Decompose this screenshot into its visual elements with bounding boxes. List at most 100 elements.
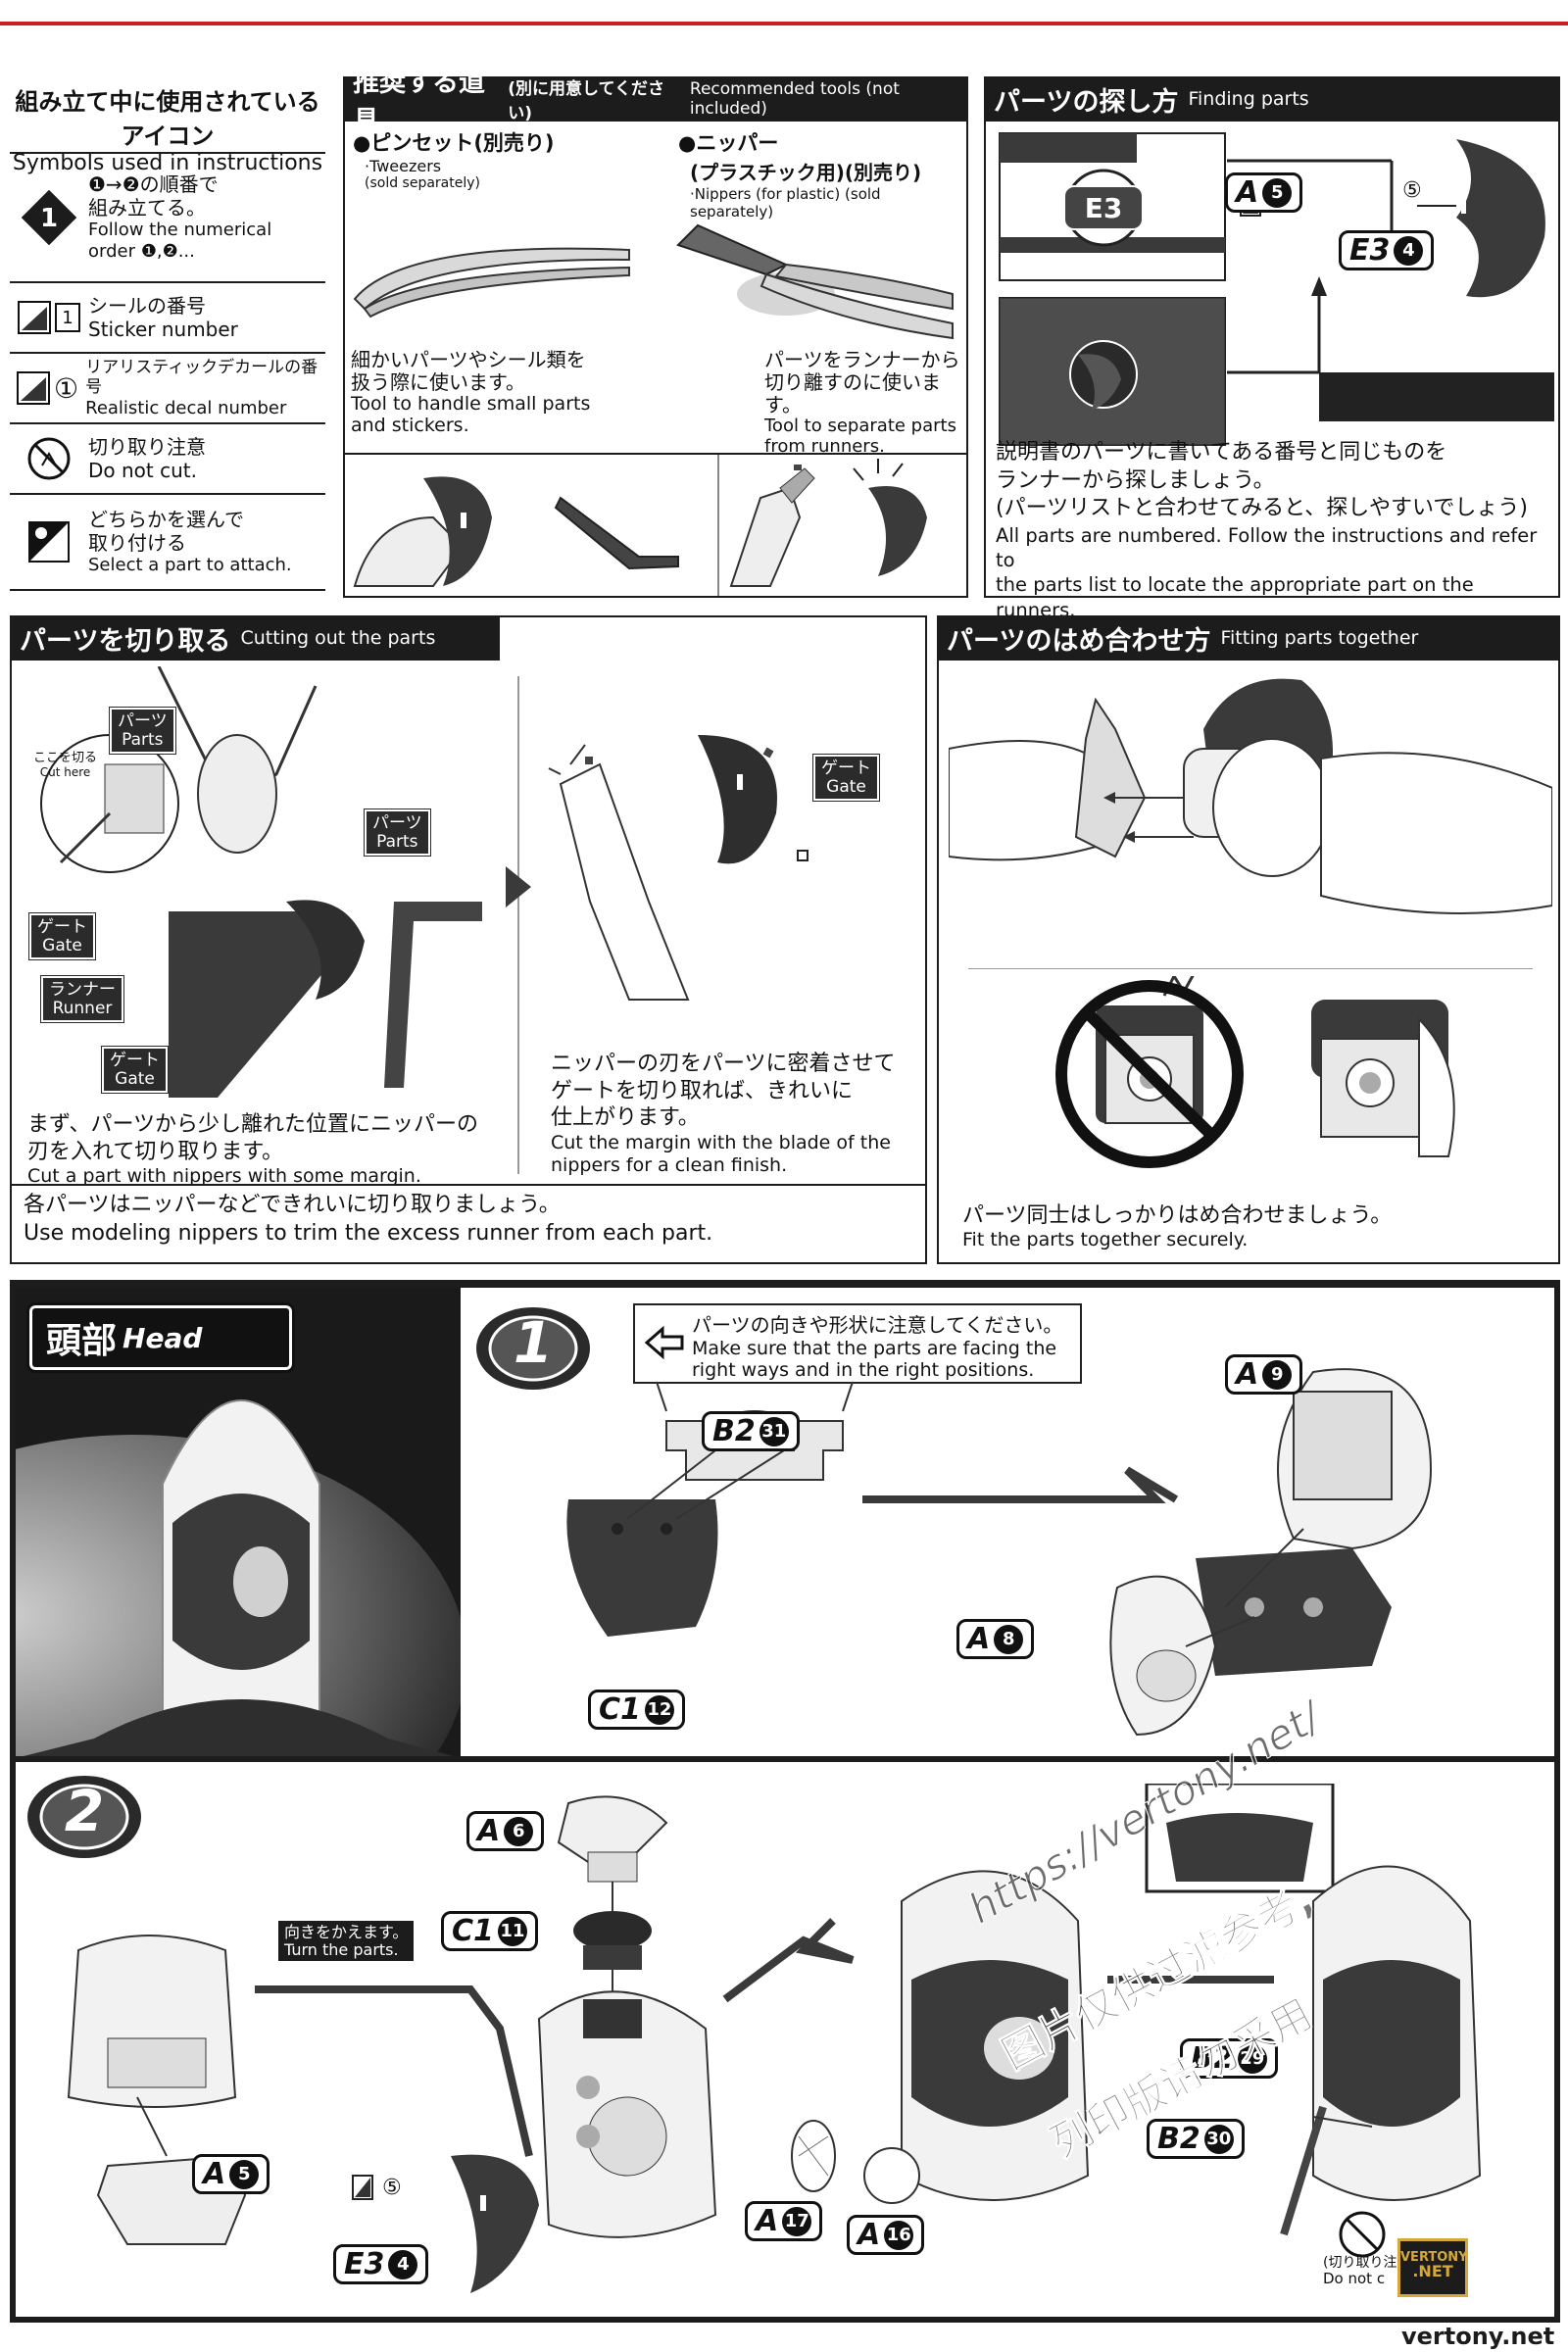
watermark-logo: VERTONY .NET [1397, 2238, 1468, 2297]
finding-desc-en1: All parts are numbered. Follow the instr… [996, 523, 1538, 572]
label-gate-en: Gate [115, 1068, 155, 1089]
sticker-number-box: 1 [55, 303, 80, 332]
cut-footer-en: Use modeling nippers to trim the excess … [24, 1220, 713, 1246]
label-gate-jp: ゲート [110, 1051, 160, 1070]
tag-letter: E3 [1349, 233, 1391, 268]
nippers-use-en2: from runners. [764, 435, 885, 457]
head-title-en: Head [122, 1321, 203, 1354]
tag-number: 17 [782, 2206, 812, 2236]
label-parts-jp: パーツ [372, 813, 422, 833]
tag-letter: A [858, 2218, 881, 2252]
cut-step2-en2: nippers for a clean finish. [551, 1154, 788, 1177]
tag-number: 16 [884, 2220, 914, 2250]
step1-number: 1 [513, 1309, 554, 1376]
tag-letter: E3 [344, 2247, 385, 2281]
tag-number: 6 [504, 1816, 534, 1846]
cut-step2-jp2: ゲートを切り取れば、きれいに [551, 1078, 854, 1103]
symbol-row-donotcut: 切り取り注意 Do not cut. [10, 422, 325, 493]
cutting-footer-divider [12, 1184, 925, 1186]
next-step-arrow-icon [506, 866, 531, 907]
fitting-wrong-illustration [1055, 976, 1244, 1168]
tag-letter: A [477, 1814, 501, 1848]
cut-here-en: Cut here [39, 765, 91, 779]
decal-jp: リアリスティックデカールの番号 [85, 357, 318, 398]
step2-sticker-ref: ⑤ [382, 2176, 402, 2200]
fitting-title-jp: パーツのはめ合わせ方 [947, 625, 1211, 657]
svg-text:1: 1 [40, 204, 58, 233]
fitting-desc-en: Fit the parts together securely. [962, 1229, 1249, 1250]
donotcut-en: Do not cut. [88, 459, 197, 482]
do-not-cut-icon [10, 436, 88, 481]
nippers-illustration [676, 223, 954, 340]
caution-arrow-icon [645, 1325, 684, 1360]
sticker-en: Sticker number [88, 318, 238, 341]
nippers-use-en1: Tool to separate parts [764, 416, 956, 436]
tag-letter: A [1236, 1357, 1259, 1392]
finding-sticker-ref: ⑤ [1402, 178, 1422, 203]
tag-number: 31 [759, 1416, 789, 1446]
step-divider [16, 1756, 1554, 1762]
donotcut-jp: 切り取り注意 [88, 435, 206, 459]
label-runner-en: Runner [52, 998, 113, 1018]
nippers-use-jp1: パーツをランナーから [764, 348, 960, 371]
tools-panel: 推奨する道具 (別に用意してください) Recommended tools (n… [343, 68, 968, 598]
nippers-usage-illustration [729, 459, 927, 587]
turn-parts-jp: 向きをかえます。 [284, 1923, 409, 1941]
symbol-row-sticker: 1 シールの番号 Sticker number [10, 281, 325, 352]
cut-step2-jp3: 仕上がります。 [551, 1105, 700, 1130]
tag-letter: C1 [452, 1914, 494, 1948]
tag-number: 30 [1203, 2124, 1234, 2154]
tag-number: 29 [1237, 2043, 1267, 2074]
cutting-title-en: Cutting out the parts [240, 627, 436, 649]
step1-note-en1: Make sure that the parts are facing the [692, 1338, 1057, 1359]
cut-step1-en: Cut a part with nippers with some margin… [27, 1165, 421, 1187]
symbol-row-select: どちらかを選んで 取り付ける Select a part to attach. [10, 493, 325, 591]
order-en1: Follow the numerical [88, 220, 272, 241]
tweezers-use-en1: Tool to handle small parts [351, 393, 591, 415]
tools-divider-vertical [717, 455, 719, 596]
step1-note-en2: right ways and in the right positions. [692, 1359, 1035, 1381]
step1-note-jp: パーツの向きや形状に注意してください。 [692, 1313, 1063, 1337]
fitting-divider [968, 968, 1533, 969]
cutting-panel: パーツを切り取る Cutting out the parts ここを切る Cut… [10, 615, 927, 1264]
tag-number: 4 [388, 2249, 418, 2279]
order-jp1: ❶→❷の順番で [88, 172, 219, 197]
tag-number: 5 [229, 2159, 260, 2189]
cut-step2-en1: Cut the margin with the blade of the [551, 1131, 891, 1153]
step2-badge: 2 [25, 1772, 149, 1862]
select-jp2: 取り付ける [88, 531, 186, 556]
tweezers-illustration [353, 247, 630, 318]
fitting-right-illustration [1311, 1000, 1455, 1157]
step1-note: パーツの向きや形状に注意してください。 Make sure that the p… [633, 1303, 1082, 1384]
tag-letter: B2 [1157, 2122, 1200, 2156]
tag-number: 5 [1262, 177, 1293, 208]
finding-desc-jp1: 説明書のパーツに書いてある番号と同じものを [996, 440, 1447, 465]
cut-footer-jp: 各パーツはニッパーなどできれいに切り取りましょう。 [24, 1193, 561, 1217]
cut-here-jp: ここを切る [33, 751, 98, 765]
tag-number: 11 [497, 1916, 527, 1946]
order-jp2: 組み立てる。 [88, 196, 206, 220]
tag-letter: B2 [712, 1414, 756, 1448]
step2-illustration [67, 1784, 1482, 2293]
label-parts-jp: パーツ [118, 711, 168, 731]
tweezers-use-jp1: 細かいパーツやシール類を [351, 348, 586, 371]
finding-title-jp: パーツの探し方 [994, 86, 1179, 118]
tag-number: 12 [644, 1694, 674, 1725]
select-jp1: どちらかを選んで [88, 508, 244, 532]
fitting-panel: パーツのはめ合わせ方 Fitting parts together パーツ同士は… [937, 615, 1560, 1264]
cutting-illustration-2 [548, 735, 808, 1001]
decal-en: Realistic decal number [85, 397, 287, 418]
sticker-icon: 1 [10, 301, 88, 334]
order-en2: order ❶,❷... [88, 241, 195, 262]
tweezers-use-jp2: 扱う際に使います。 [351, 370, 525, 394]
